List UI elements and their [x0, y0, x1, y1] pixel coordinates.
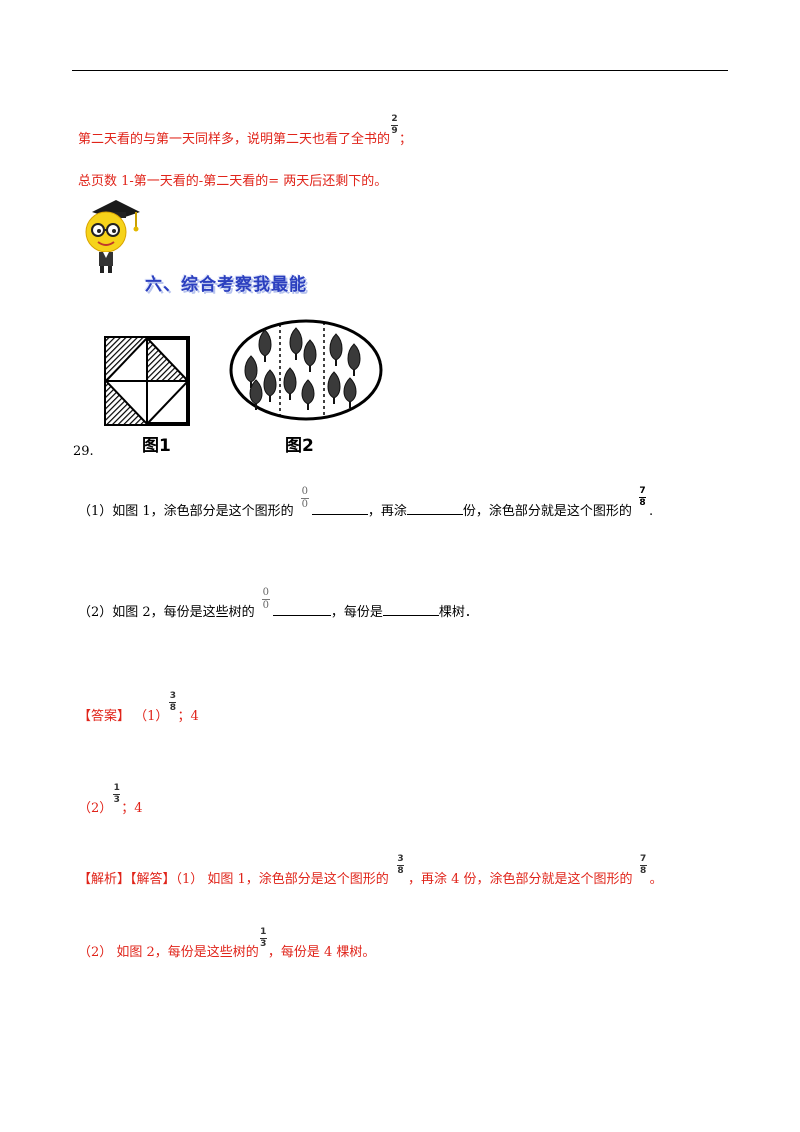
tree-icon [258, 329, 272, 362]
tree-icon [329, 333, 343, 366]
figure-1-square [104, 336, 190, 426]
figure-2-caption: 图2 [285, 436, 314, 456]
tree-icon [263, 369, 277, 402]
answer-blank-3[interactable] [272, 603, 331, 616]
answer-blank-4[interactable] [382, 603, 439, 616]
header-rule [72, 70, 728, 71]
mascot-icon [85, 200, 140, 273]
answer-blank-2[interactable] [406, 502, 463, 515]
tree-icon [347, 343, 361, 376]
tree-icon [327, 371, 341, 404]
tree-icon [289, 327, 303, 360]
solution-text-1: 第二天看的与第一天同样多，说明第二天也看了全书的 [78, 132, 391, 147]
figure-1-caption: 图1 [142, 436, 171, 456]
figure-2-trees [229, 319, 383, 421]
answer-blank-1[interactable] [311, 502, 368, 515]
answer-label: 【答案】 [78, 709, 131, 724]
section-title: 六、综合考察我最能 [145, 275, 307, 295]
tree-icon [303, 339, 317, 372]
question-number: 29. [73, 444, 94, 459]
tree-icon [301, 379, 315, 410]
tree-icon [249, 379, 263, 410]
tree-icon [343, 377, 357, 408]
solution-line-2: 总页数 1-第一天看的-第二天看的= 两天后还剩下的。 [78, 174, 388, 189]
tree-icon [283, 367, 297, 400]
